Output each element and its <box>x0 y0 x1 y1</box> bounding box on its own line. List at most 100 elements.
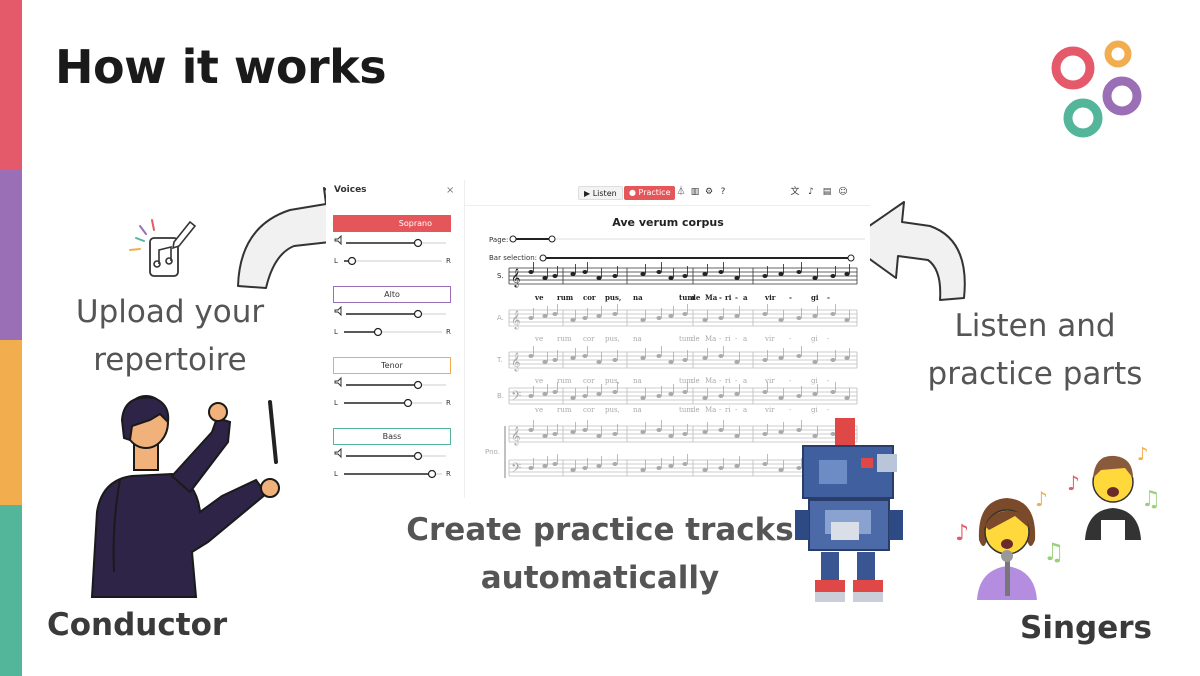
note-head <box>612 274 618 278</box>
lyric-syllable: - <box>789 406 792 414</box>
lyric-syllable: - <box>719 335 722 343</box>
note-head <box>844 356 850 360</box>
note-head <box>778 396 784 400</box>
note-head <box>552 358 558 362</box>
practice-button[interactable]: ● Practice <box>624 186 676 200</box>
voice-button-bass[interactable]: Bass <box>333 428 451 445</box>
upload-caption: Upload your repertoire <box>75 294 265 378</box>
lyric-syllable: tum <box>679 335 693 343</box>
lyric-syllable: ri <box>725 293 732 302</box>
lyric-syllable: a <box>743 377 748 385</box>
lyric-syllable: tum <box>679 406 693 414</box>
lyric-syllable: - <box>719 377 722 385</box>
note-head <box>796 316 802 320</box>
note-head <box>542 360 548 364</box>
lyric-syllable: vir <box>765 377 775 385</box>
pan-right-label: R <box>446 257 451 265</box>
lyric-syllable: ri <box>725 335 731 343</box>
lyric-syllable: na <box>633 335 642 343</box>
listen-caption: Listen and practice parts <box>927 308 1143 392</box>
note-head <box>682 390 688 394</box>
lyric-syllable: rum <box>557 406 572 414</box>
note-head <box>570 468 576 472</box>
note-head <box>596 360 602 364</box>
svg-text:♪: ♪ <box>1137 444 1149 465</box>
svg-text:♪: ♪ <box>1067 471 1080 495</box>
stripe-green <box>0 505 22 676</box>
help-icon[interactable]: ? <box>720 187 726 197</box>
note-head <box>668 314 674 318</box>
note-head <box>762 432 768 436</box>
note-head <box>596 314 602 318</box>
stripe-purple <box>0 170 22 340</box>
note-head <box>656 394 662 398</box>
note-head <box>570 356 576 360</box>
voice-button-alto[interactable]: Alto <box>333 286 451 303</box>
lyric-syllable: ve <box>535 335 544 343</box>
note-head <box>830 358 836 362</box>
note-head <box>656 428 662 432</box>
note-head <box>778 430 784 434</box>
note-head <box>656 466 662 470</box>
lyric-syllable: rum <box>557 293 574 302</box>
svg-text:♫: ♫ <box>1141 487 1161 512</box>
note-head <box>830 274 836 278</box>
note-head <box>612 312 618 316</box>
note-head <box>812 276 818 280</box>
metronome-icon[interactable]: ⏃ <box>676 187 686 197</box>
voice-button-soprano[interactable]: Soprano <box>333 215 451 232</box>
translate-icon[interactable]: 文 <box>790 187 800 197</box>
note-head <box>596 434 602 438</box>
listen-button[interactable]: ▶ Listen <box>578 186 623 200</box>
lyric-syllable: cor <box>583 377 595 385</box>
gear-icon[interactable]: ⚙ <box>704 187 714 197</box>
lyric-syllable: vir <box>765 293 776 302</box>
note-head <box>582 354 588 358</box>
lyric-syllable: pus, <box>605 293 622 302</box>
lyric-syllable: na <box>633 406 642 414</box>
note-head <box>796 354 802 358</box>
note-head <box>762 462 768 466</box>
note-head <box>734 392 740 396</box>
lyric-syllable: de <box>691 335 700 343</box>
lyric-syllable: - <box>827 406 830 414</box>
note-head <box>528 354 534 358</box>
note-head <box>762 358 768 362</box>
note-head <box>682 358 688 362</box>
note-head <box>656 316 662 320</box>
lyric-syllable: ve <box>535 377 544 385</box>
pan-left-label: L <box>334 399 338 407</box>
note-head <box>734 276 740 280</box>
microphone-icon[interactable]: ♪ <box>808 187 814 197</box>
note-head <box>702 430 708 434</box>
listen-label: Listen <box>592 189 617 198</box>
voice-button-tenor[interactable]: Tenor <box>333 357 451 374</box>
note-head <box>552 432 558 436</box>
upload-music-icon <box>129 219 197 277</box>
conductor-label: Conductor <box>47 607 228 643</box>
note-head <box>702 356 708 360</box>
note-head <box>734 360 740 364</box>
close-icon[interactable]: × <box>446 185 455 196</box>
note-head <box>702 318 708 322</box>
user-icon[interactable]: ☺ <box>838 187 848 197</box>
lyric-syllable: pus, <box>605 406 620 414</box>
voice-sliders[interactable] <box>326 180 460 498</box>
piano-icon[interactable]: ▥ <box>690 187 700 197</box>
lyric-syllable: gi <box>811 335 818 343</box>
note-head <box>718 316 724 320</box>
note-head <box>640 430 646 434</box>
lyric-syllable: ve <box>535 406 544 414</box>
note-head <box>552 312 558 316</box>
note-head <box>640 396 646 400</box>
staff-label: T. <box>497 356 503 364</box>
lyric-syllable: de <box>691 293 701 302</box>
lyric-syllable: rum <box>557 377 572 385</box>
staff-label: Pno. <box>485 448 500 456</box>
note-head <box>812 434 818 438</box>
book-icon[interactable]: ▤ <box>822 187 832 197</box>
note-head <box>582 394 588 398</box>
clef: 𝄞 <box>511 310 520 330</box>
app-screenshot: Voices × Soprano Alto Tenor Bass <box>326 180 870 498</box>
lyric-syllable: pus, <box>605 377 620 385</box>
